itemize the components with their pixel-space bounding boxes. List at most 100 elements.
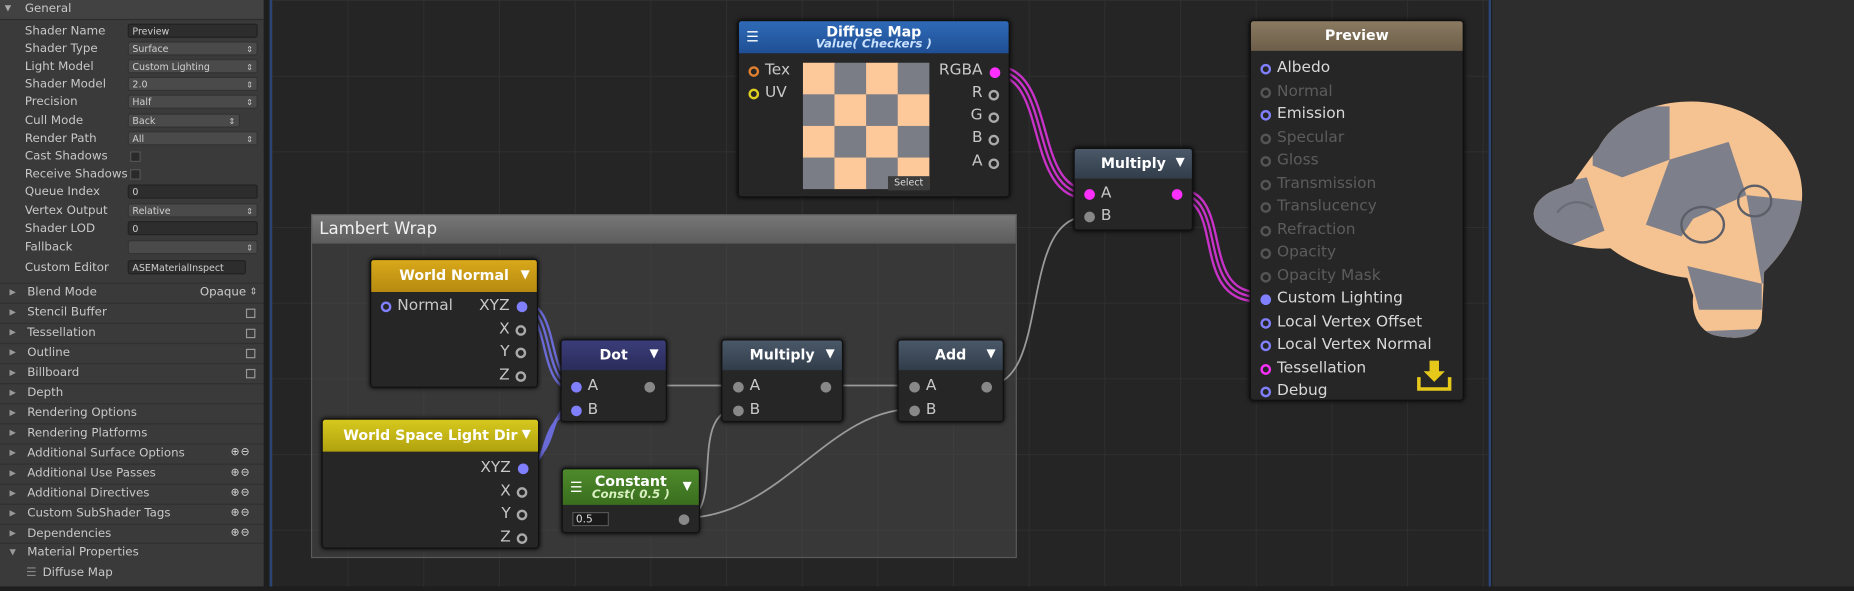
add-remove-icon[interactable]: ⊕⊖ [230,527,251,540]
constant-header[interactable]: ☰ Constant Const( 0.5 ) ▼ [562,469,699,505]
y-port-icon[interactable] [515,347,527,359]
port-emission-icon[interactable] [1260,109,1272,121]
multiply-mid-node[interactable]: Multiply ▼ A B [721,339,844,423]
port-gloss-icon[interactable] [1260,156,1272,167]
add-remove-icon[interactable]: ⊕⊖ [230,467,251,479]
section-tessellation[interactable]: ▶Tessellation [0,322,264,343]
property-checkbox[interactable] [130,151,141,162]
x-port-icon[interactable] [516,487,528,498]
property-checkbox[interactable] [130,169,141,180]
b-port-icon[interactable] [909,405,920,417]
port-debug-icon[interactable] [1260,386,1272,398]
g-port-icon[interactable] [988,112,1000,123]
a-port-icon[interactable] [571,381,582,393]
dropdown-arrow-icon[interactable]: ▼ [520,268,530,282]
monkey-head-preview[interactable] [1492,0,1854,586]
general-header[interactable]: ▼ General [0,0,264,21]
select-texture-button[interactable]: Select [887,176,930,191]
section-stencil-buffer[interactable]: ▶Stencil Buffer [0,302,264,323]
multiply-top-node[interactable]: Multiply ▼ A B [1073,147,1194,231]
node-canvas[interactable]: Lambert Wrap [269,0,1492,587]
output-port-icon[interactable] [678,514,690,525]
menu-icon[interactable]: ☰ [569,478,583,496]
section-additional-surface-options[interactable]: ▶Additional Surface Options⊕⊖ [0,443,264,463]
diffuse-map-node[interactable]: ☰ Diffuse Map Value( Checkers ) Tex UV S… [737,20,1010,198]
property-field[interactable]: 0 [127,184,258,199]
property-dropdown[interactable]: Back⇕ [127,113,241,128]
multiply-top-header[interactable]: Multiply ▼ [1074,148,1192,179]
property-dropdown[interactable]: ⇕ [127,240,258,255]
output-port-icon[interactable] [820,381,832,393]
add-remove-icon[interactable]: ⊕⊖ [230,507,251,520]
section-dependencies[interactable]: ▶Dependencies⊕⊖ [0,523,264,544]
property-field[interactable]: Preview [127,23,258,38]
port-translucency-icon[interactable] [1260,202,1272,213]
download-icon[interactable] [1417,358,1452,391]
material-properties-header[interactable]: ▼ Material Properties [0,542,264,563]
normal-port-icon[interactable] [380,301,392,313]
port-specular-icon[interactable] [1260,133,1272,144]
property-dropdown[interactable]: Custom Lighting⇕ [127,59,258,74]
b-port-icon[interactable] [1084,211,1095,223]
checker-texture-preview[interactable] [802,62,930,190]
z-port-icon[interactable] [516,533,528,544]
section-depth[interactable]: ▶Depth [0,383,264,403]
add-remove-icon[interactable]: ⊕⊖ [230,446,251,459]
a-port-icon[interactable] [733,381,744,393]
world-light-dir-header[interactable]: World Space Light Dir ▼ [322,419,538,452]
section-billboard[interactable]: ▶Billboard [0,362,264,383]
output-port-icon[interactable] [981,381,993,393]
property-dropdown[interactable]: Surface⇕ [127,41,258,56]
property-dropdown[interactable]: All⇕ [127,131,258,146]
b-port-icon[interactable] [571,405,582,417]
port-opacity-mask-icon[interactable] [1260,271,1272,283]
y-port-icon[interactable] [516,509,528,521]
section-additional-use-passes[interactable]: ▶Additional Use Passes⊕⊖ [0,463,264,484]
output-port-icon[interactable] [644,381,656,393]
b-port-icon[interactable] [733,405,744,417]
port-tessellation-icon[interactable] [1260,363,1272,375]
add-header[interactable]: Add ▼ [898,340,1003,371]
tex-port-icon[interactable] [748,66,760,77]
r-port-icon[interactable] [988,89,1000,101]
port-albedo-icon[interactable] [1260,63,1272,75]
xyz-port-icon[interactable] [516,301,528,313]
toggle-box[interactable] [245,348,256,359]
property-dropdown[interactable]: 2.0⇕ [127,76,258,92]
port-normal-icon[interactable] [1260,86,1272,98]
x-port-icon[interactable] [515,325,527,336]
toggle-box[interactable] [245,328,256,339]
dropdown-arrow-icon[interactable]: ▼ [521,428,531,442]
section-additional-directives[interactable]: ▶Additional Directives⊕⊖ [0,483,264,504]
rgba-port-icon[interactable] [989,67,1001,79]
port-custom-lighting-icon[interactable] [1260,294,1272,306]
port-local-vertex-offset-icon[interactable] [1260,317,1272,329]
toggle-box[interactable] [245,368,256,379]
world-normal-node[interactable]: World Normal ▼ Normal XYZ X Y Z [370,258,538,388]
dropdown-arrow-icon[interactable]: ▼ [649,347,659,361]
material-item-diffuse[interactable]: ☰ Diffuse Map [0,564,264,582]
xyz-port-icon[interactable] [517,463,529,475]
toggle-box[interactable] [245,308,256,319]
dot-node[interactable]: Dot ▼ A B [560,339,667,423]
preview-viewport[interactable] [1492,0,1854,587]
constant-node[interactable]: ☰ Constant Const( 0.5 ) ▼ 0.5 [561,468,700,534]
section-outline[interactable]: ▶Outline [0,342,264,363]
multiply-mid-header[interactable]: Multiply ▼ [722,340,842,371]
world-normal-header[interactable]: World Normal ▼ [371,260,537,293]
diffuse-map-header[interactable]: ☰ Diffuse Map Value( Checkers ) [739,21,1009,54]
add-remove-icon[interactable]: ⊕⊖ [230,487,251,499]
section-rendering-options[interactable]: ▶Rendering Options [0,403,264,423]
port-local-vertex-normal-icon[interactable] [1260,340,1272,352]
constant-value-input[interactable]: 0.5 [572,511,609,527]
a-port-icon[interactable] [1084,189,1095,200]
dropdown-arrow-icon[interactable]: ▼ [986,347,996,361]
property-dropdown[interactable]: Half⇕ [127,94,258,109]
preview-header[interactable]: Preview [1250,21,1463,51]
a-port-icon[interactable] [909,381,920,393]
world-light-dir-node[interactable]: World Space Light Dir ▼ XYZ X Y Z [321,418,540,549]
a-port-icon[interactable] [988,158,1000,170]
dot-header[interactable]: Dot ▼ [561,340,666,371]
